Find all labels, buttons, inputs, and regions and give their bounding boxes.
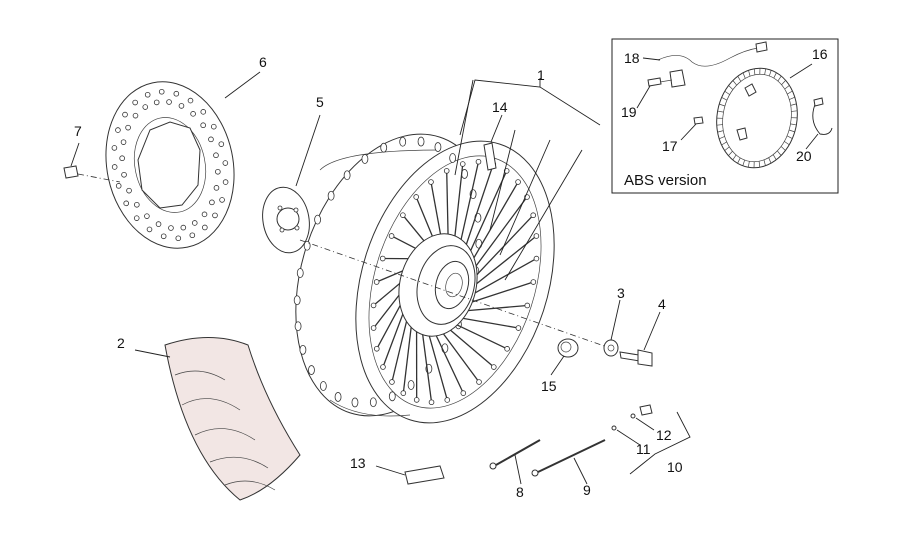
callout-1: 1: [537, 67, 545, 83]
washer: [603, 339, 619, 357]
spoked-wheel: [293, 133, 611, 424]
tyre: [164, 337, 301, 501]
spacer: [557, 338, 579, 358]
callout-10: 10: [667, 459, 683, 475]
callout-12: 12: [656, 427, 672, 443]
callout-6: 6: [259, 54, 267, 70]
callout-3: 3: [617, 285, 625, 301]
callout-8: 8: [516, 484, 524, 500]
callout-13: 13: [350, 455, 366, 471]
spoke-part-8: [489, 439, 541, 470]
callout-20: 20: [796, 148, 812, 164]
callout-15: 15: [541, 378, 557, 394]
callout-18: 18: [624, 50, 640, 66]
disc-bolt: [63, 165, 121, 183]
callout-2: 2: [117, 335, 125, 351]
abs-version-label: ABS version: [624, 172, 707, 189]
brake-disc: [105, 81, 235, 249]
callout-9: 9: [583, 482, 591, 498]
abs-inset: [611, 38, 839, 194]
callout-5: 5: [316, 94, 324, 110]
spoke-part-9: [531, 439, 606, 477]
leader-lines: [70, 71, 691, 485]
callout-4: 4: [658, 296, 666, 312]
callout-19: 19: [621, 104, 637, 120]
callout-17: 17: [662, 138, 678, 154]
valve: [483, 142, 497, 171]
valve-parts: [611, 404, 653, 431]
callout-14: 14: [492, 99, 508, 115]
callout-7: 7: [74, 123, 82, 139]
axle-bolt: [619, 349, 653, 367]
balance-weight: [404, 465, 445, 485]
callout-16: 16: [812, 46, 828, 62]
callout-11: 11: [636, 441, 651, 457]
cover-plate: [262, 186, 310, 254]
